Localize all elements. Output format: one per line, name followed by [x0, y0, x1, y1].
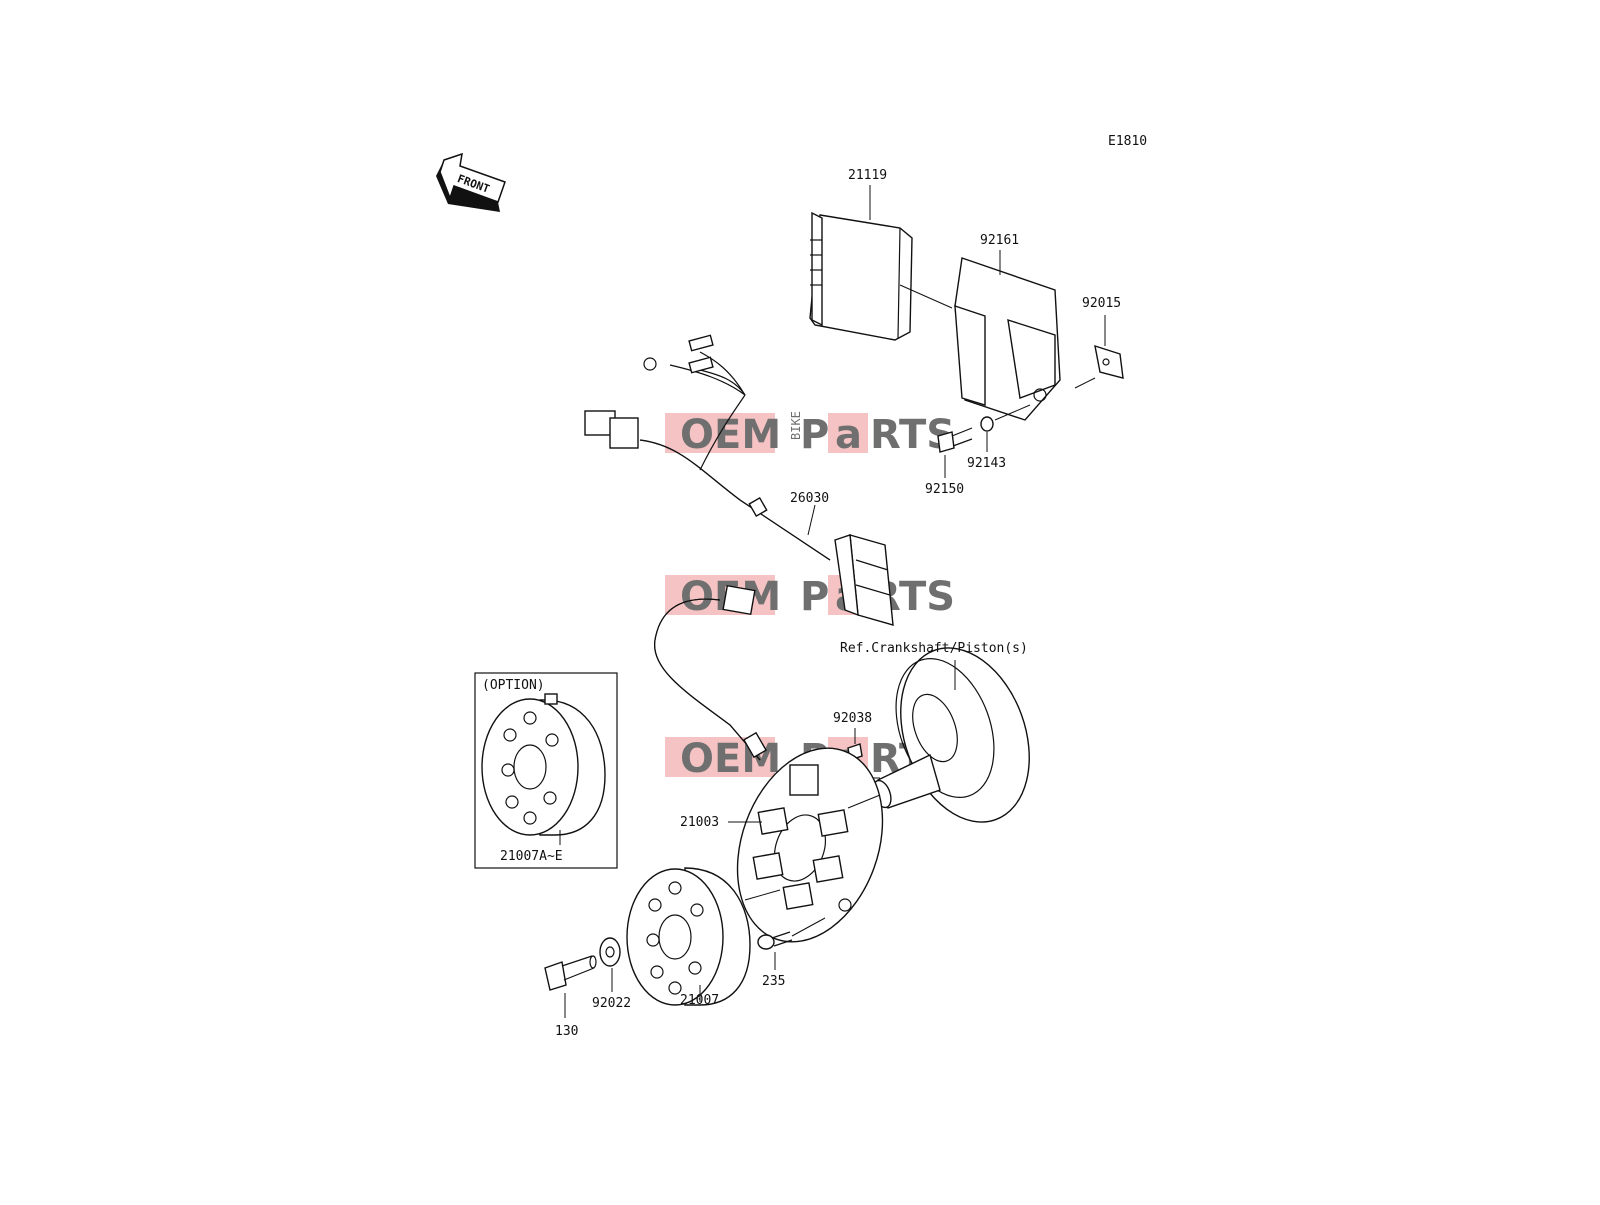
label-130: 130: [555, 1024, 578, 1039]
label-92022: 92022: [592, 996, 631, 1011]
svg-text:BIKE: BIKE: [789, 411, 803, 440]
svg-text:P: P: [800, 574, 829, 620]
svg-text:OEM: OEM: [680, 736, 781, 782]
watermark-3: OEM P a RTS: [665, 736, 955, 782]
option-label: (OPTION): [482, 678, 545, 693]
ref-label: Ref.Crankshaft/Piston(s): [840, 641, 1028, 656]
part-235-screw[interactable]: [757, 917, 826, 970]
part-92143-collar[interactable]: [980, 404, 1031, 452]
part-92161-regulator[interactable]: [954, 250, 1061, 421]
label-21119: 21119: [848, 168, 887, 183]
label-92161: 92161: [980, 233, 1019, 248]
label-21003: 21003: [680, 815, 719, 830]
svg-text:P: P: [800, 412, 829, 458]
part-21003-stator[interactable]: [712, 728, 908, 962]
part-26030-wiring-harness[interactable]: [584, 334, 894, 626]
watermark-2: OEM P a RTS: [665, 574, 955, 620]
part-92150-bolt[interactable]: [937, 427, 973, 478]
label-235: 235: [762, 974, 785, 989]
part-21119-cdi-unit[interactable]: [809, 185, 953, 341]
label-92150: 92150: [925, 482, 964, 497]
label-21007: 21007: [680, 993, 719, 1008]
label-92015: 92015: [1082, 296, 1121, 311]
label-21007a-e: 21007A~E: [500, 849, 563, 864]
stator-lead-wire: [654, 584, 768, 761]
diagram-code: E1810: [1108, 134, 1147, 149]
part-21007-rotor[interactable]: [626, 867, 781, 1006]
svg-text:a: a: [835, 412, 862, 458]
label-26030: 26030: [790, 491, 829, 506]
part-21007a-e-rotor-option[interactable]: [481, 693, 606, 845]
label-92143: 92143: [967, 456, 1006, 471]
part-130-bolt[interactable]: [544, 955, 597, 1018]
label-92038: 92038: [833, 711, 872, 726]
part-92022-washer[interactable]: [599, 937, 621, 992]
front-arrow-icon: FRONT: [436, 152, 506, 212]
part-92015-clamp[interactable]: [1074, 315, 1124, 389]
svg-text:OEM: OEM: [680, 412, 781, 458]
ref-crankshaft-piston: [872, 647, 1030, 823]
watermark-1: OEM BIKE P a RTS: [665, 411, 955, 458]
